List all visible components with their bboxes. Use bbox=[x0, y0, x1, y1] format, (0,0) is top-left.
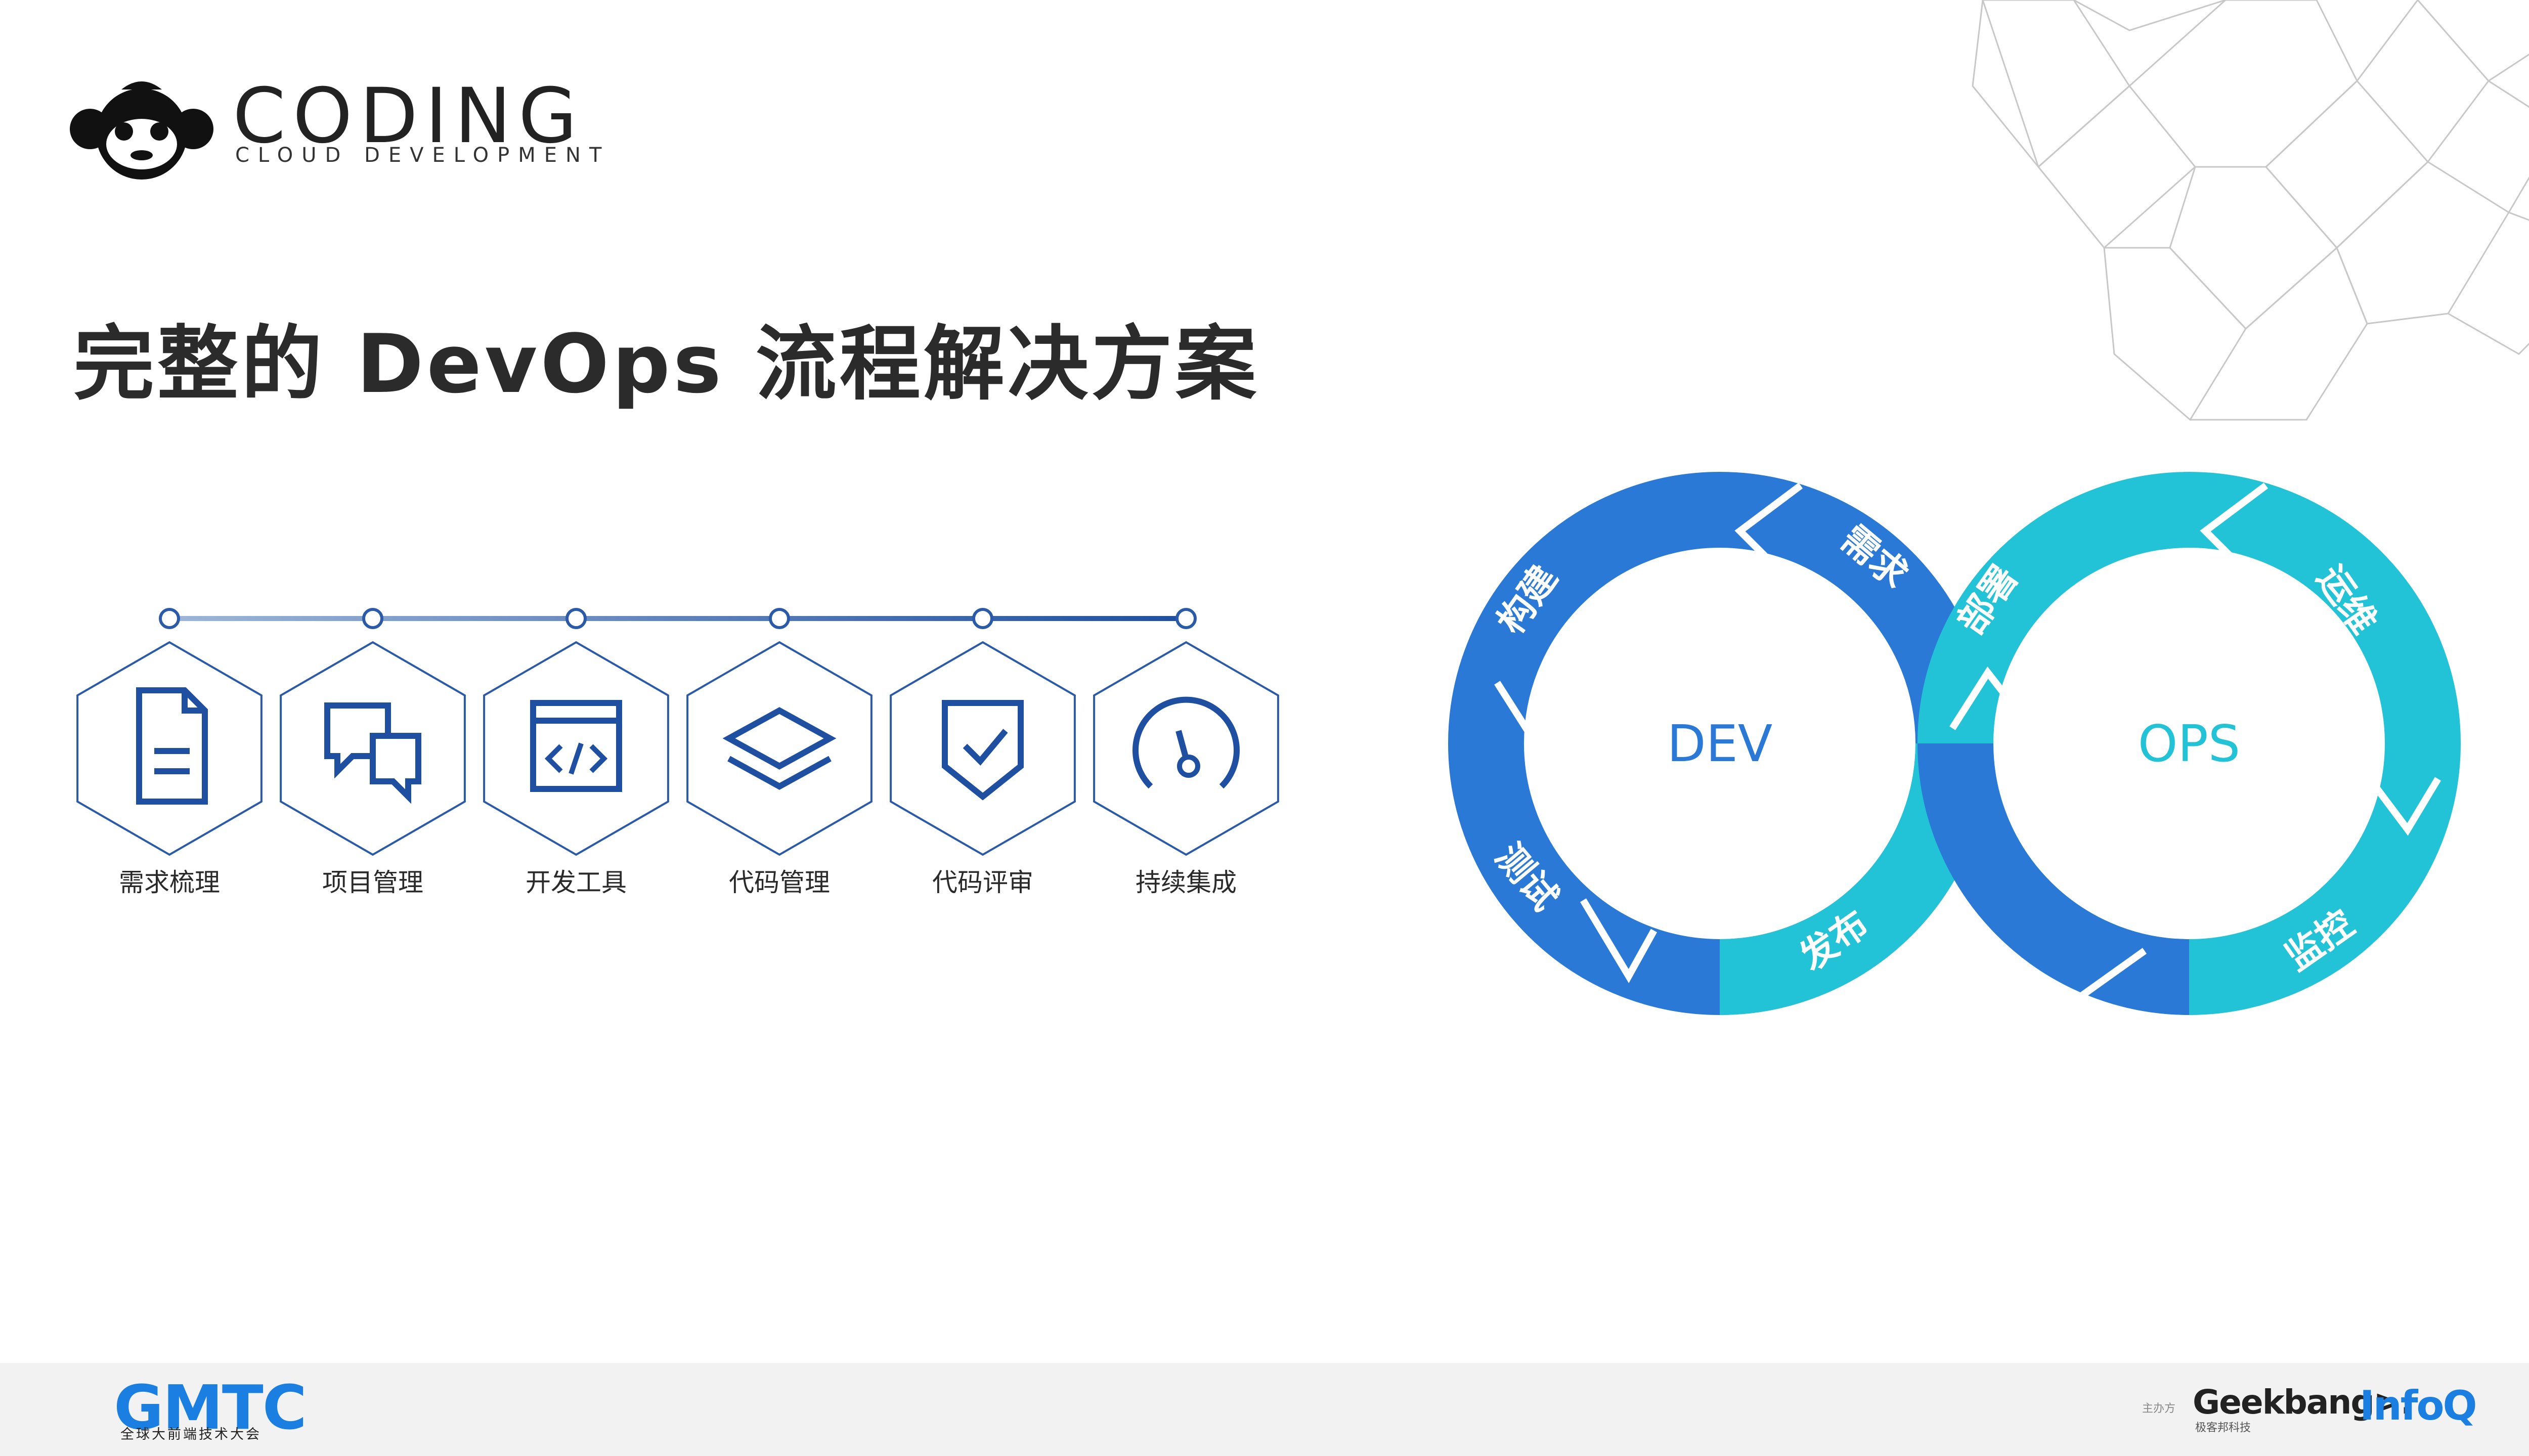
shield-check-icon bbox=[942, 700, 1024, 801]
step-label: 代码管理 bbox=[729, 868, 830, 897]
step-label: 持续集成 bbox=[1136, 868, 1237, 897]
coding-logo: CODING CLOUD DEVELOPMENT bbox=[66, 68, 601, 190]
page-title: 完整的 DevOps 流程解决方案 bbox=[73, 317, 1259, 411]
document-icon bbox=[136, 687, 208, 805]
timeline-dot bbox=[769, 608, 790, 629]
footer-bar: GMTC 全球大前端技术大会 主办方 Geekbang>. 极客邦科技 Info… bbox=[0, 1363, 2529, 1456]
logo-subtitle: CLOUD DEVELOPMENT bbox=[235, 144, 611, 167]
step-label: 代码评审 bbox=[932, 868, 1033, 897]
ops-inner bbox=[1994, 549, 2384, 938]
step-label: 项目管理 bbox=[322, 868, 423, 897]
chat-bubbles-icon bbox=[324, 702, 421, 804]
layers-icon bbox=[722, 707, 837, 790]
host-label: 主办方 bbox=[2142, 1402, 2176, 1415]
timeline-dot bbox=[1175, 608, 1197, 629]
infoq-logo: InfoQ bbox=[2360, 1382, 2477, 1429]
code-window-icon bbox=[530, 700, 622, 792]
geekbang-logo: Geekbang>. bbox=[2193, 1383, 2413, 1422]
monkey-logo-icon bbox=[70, 81, 213, 180]
timeline-dot bbox=[972, 608, 993, 629]
gmtc-logo: GMTC bbox=[114, 1373, 307, 1443]
ops-label: OPS bbox=[2138, 714, 2241, 773]
ops-monitor-arc bbox=[1917, 743, 2190, 1015]
wireframe-cubes-decoration bbox=[1972, 0, 2529, 421]
devops-infinity-diagram: DEV OPS 需求 构建 测试 发布 部署 运维 监控 bbox=[1448, 472, 2461, 1035]
logo-wordmark: CODING bbox=[233, 72, 584, 160]
step-label: 开发工具 bbox=[526, 868, 627, 897]
dev-inner bbox=[1525, 549, 1914, 938]
dev-label: DEV bbox=[1667, 714, 1773, 773]
step-hexagon bbox=[890, 641, 1076, 856]
gmtc-subtitle: 全球大前端技术大会 bbox=[120, 1427, 261, 1442]
step-hexagon bbox=[686, 641, 873, 856]
step-hexagon bbox=[483, 641, 669, 856]
timeline-dot bbox=[362, 608, 383, 629]
timeline-line bbox=[169, 616, 1186, 621]
gauge-icon bbox=[1132, 696, 1240, 789]
timeline-dot bbox=[159, 608, 180, 629]
step-label: 需求梳理 bbox=[119, 868, 220, 897]
timeline-dot bbox=[565, 608, 587, 629]
geekbang-subtitle: 极客邦科技 bbox=[2195, 1422, 2251, 1434]
steps-timeline bbox=[76, 608, 1279, 856]
